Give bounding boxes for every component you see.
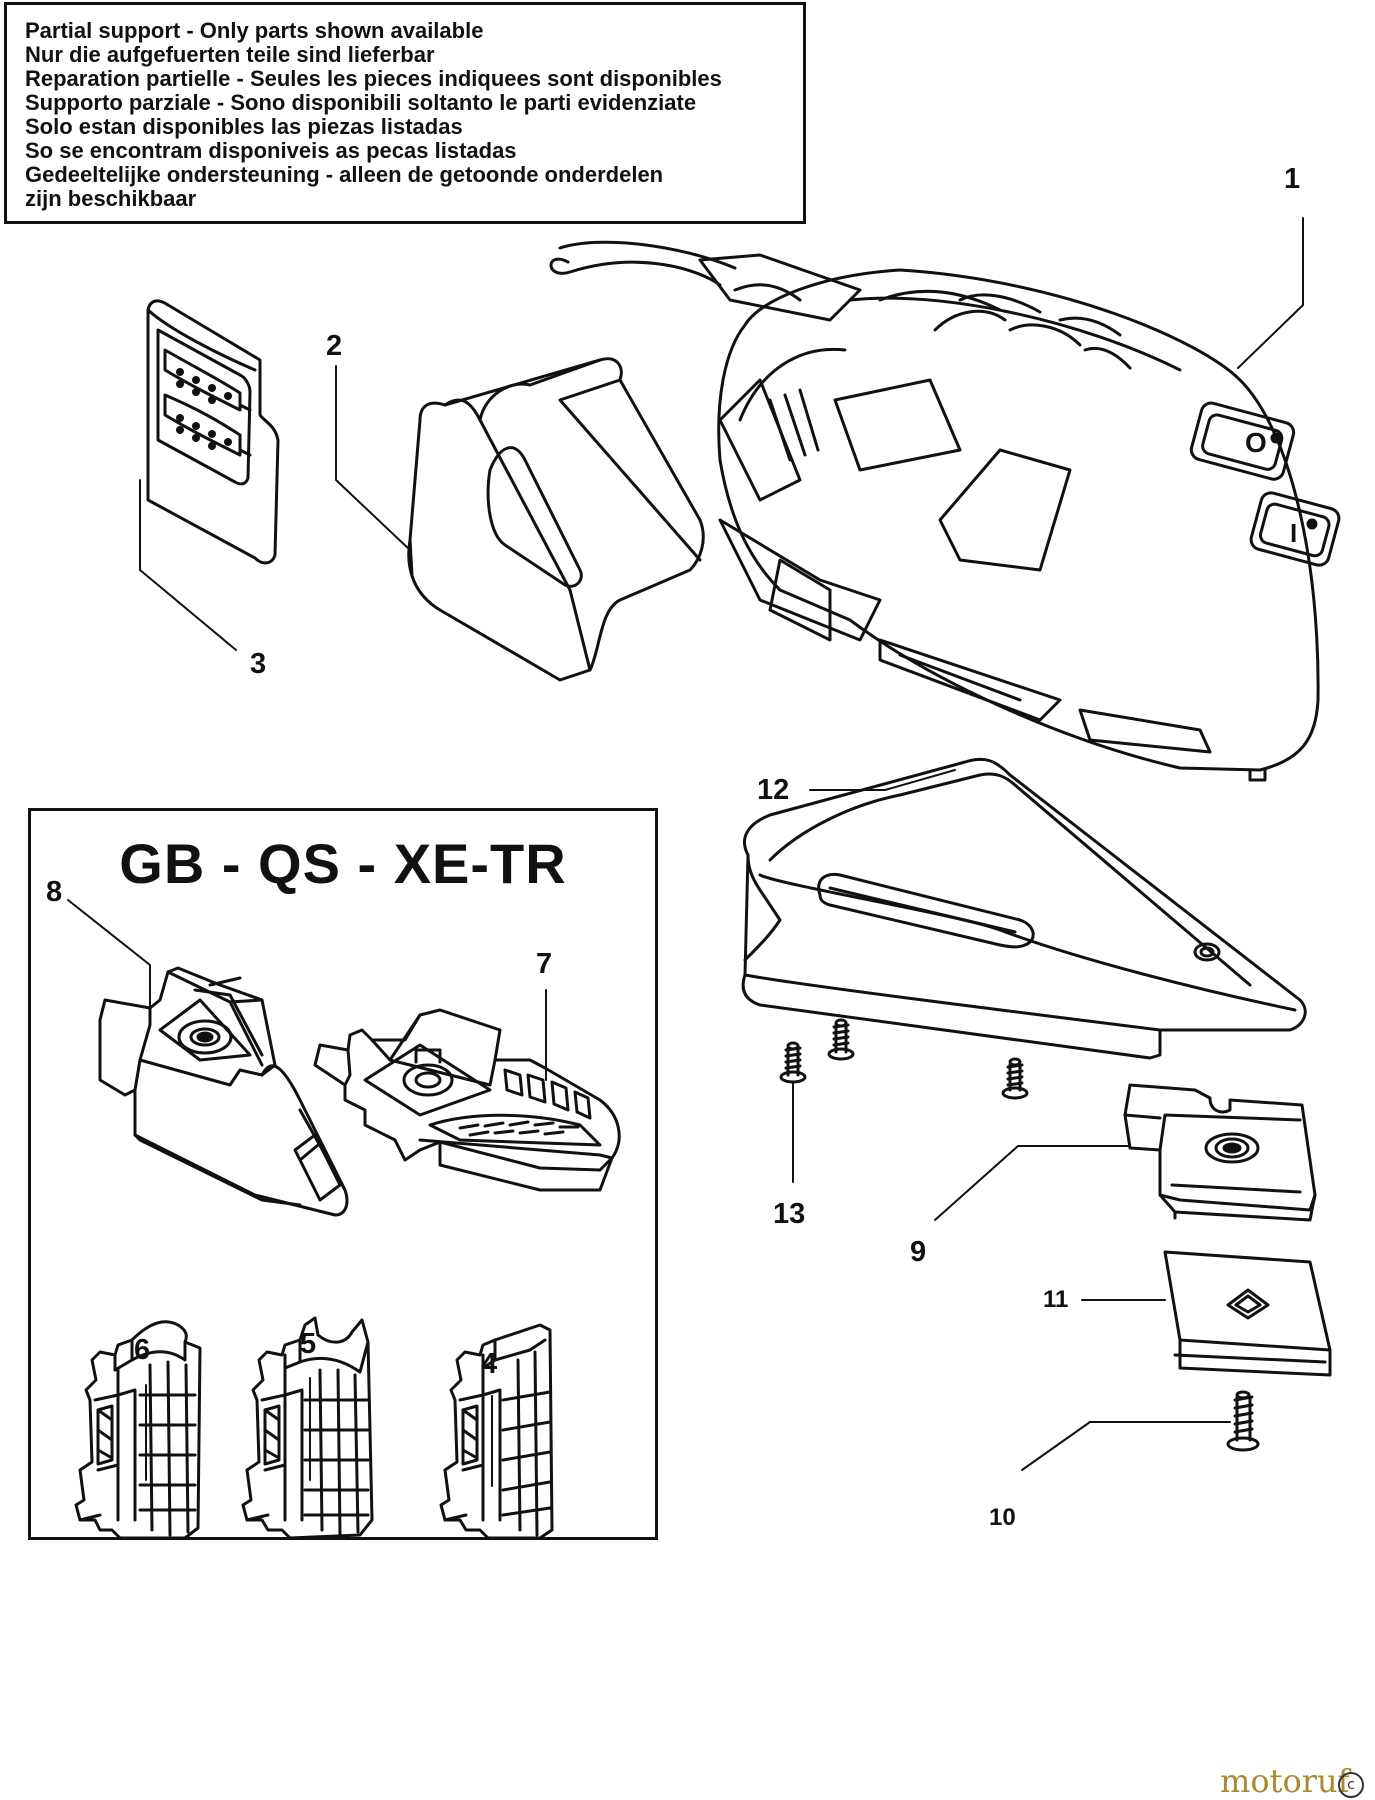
callout-7[interactable]: 7 [536,948,553,980]
callout-6[interactable]: 6 [134,1334,151,1366]
notice-line: So se encontram disponiveis as pecas lis… [25,138,517,163]
watermark-text: motoruf [1220,1762,1350,1800]
notice-line: zijn beschikbaar [25,186,197,211]
switch-off-symbol: O [1245,427,1267,458]
callout-13[interactable]: 13 [773,1198,806,1230]
switch-on-symbol: I [1290,518,1297,548]
part-6-finger-attachment [74,1320,202,1540]
part-7-attachment [313,1008,621,1192]
callout-2[interactable]: 2 [326,330,343,362]
callout-10[interactable]: 10 [989,1504,1016,1531]
part-1-sander-body: O I [549,240,1341,782]
callout-12[interactable]: 12 [757,774,790,806]
notice-line: Gedeeltelijke ondersteuning - alleen de … [25,162,664,187]
part-5-finger-attachment [241,1316,374,1540]
part-13-screws [779,1018,1029,1100]
callout-5[interactable]: 5 [300,1328,317,1360]
notice-line: Reparation partielle - Seules les pieces… [25,66,722,91]
callout-4[interactable]: 4 [481,1348,498,1380]
watermark-copyright-mark: c [1338,1772,1364,1798]
accessory-kit-box: GB - QS - XE-TR [28,808,658,1540]
notice-line: Nur die aufgefuerten teile sind lieferba… [25,42,435,67]
part-12-base-plate [741,757,1307,1060]
kit-region-title: GB - QS - XE-TR [119,832,567,895]
part-2-dust-cover [407,357,705,682]
callout-11[interactable]: 11 [1043,1286,1069,1313]
part-10-screw [1226,1390,1260,1452]
part-11-pad [1163,1250,1332,1377]
callout-8[interactable]: 8 [46,876,63,908]
leader-lines [67,217,1304,1487]
callout-3[interactable]: 3 [250,648,267,680]
notice-line: Solo estan disponibles las piezas listad… [25,114,463,139]
part-8-attachment [98,966,349,1217]
motoruf-watermark: motoruf c [1220,1762,1364,1800]
notice-line: Partial support - Only parts shown avail… [25,18,484,43]
part-3-vent-grille [146,299,280,565]
callout-1[interactable]: 1 [1284,163,1301,195]
partial-support-notice: Partial support - Only parts shown avail… [4,2,806,224]
notice-line: Supporto parziale - Sono disponibili sol… [25,90,697,115]
callout-9[interactable]: 9 [910,1236,927,1268]
part-9-pad-adaptor [1123,1083,1317,1222]
